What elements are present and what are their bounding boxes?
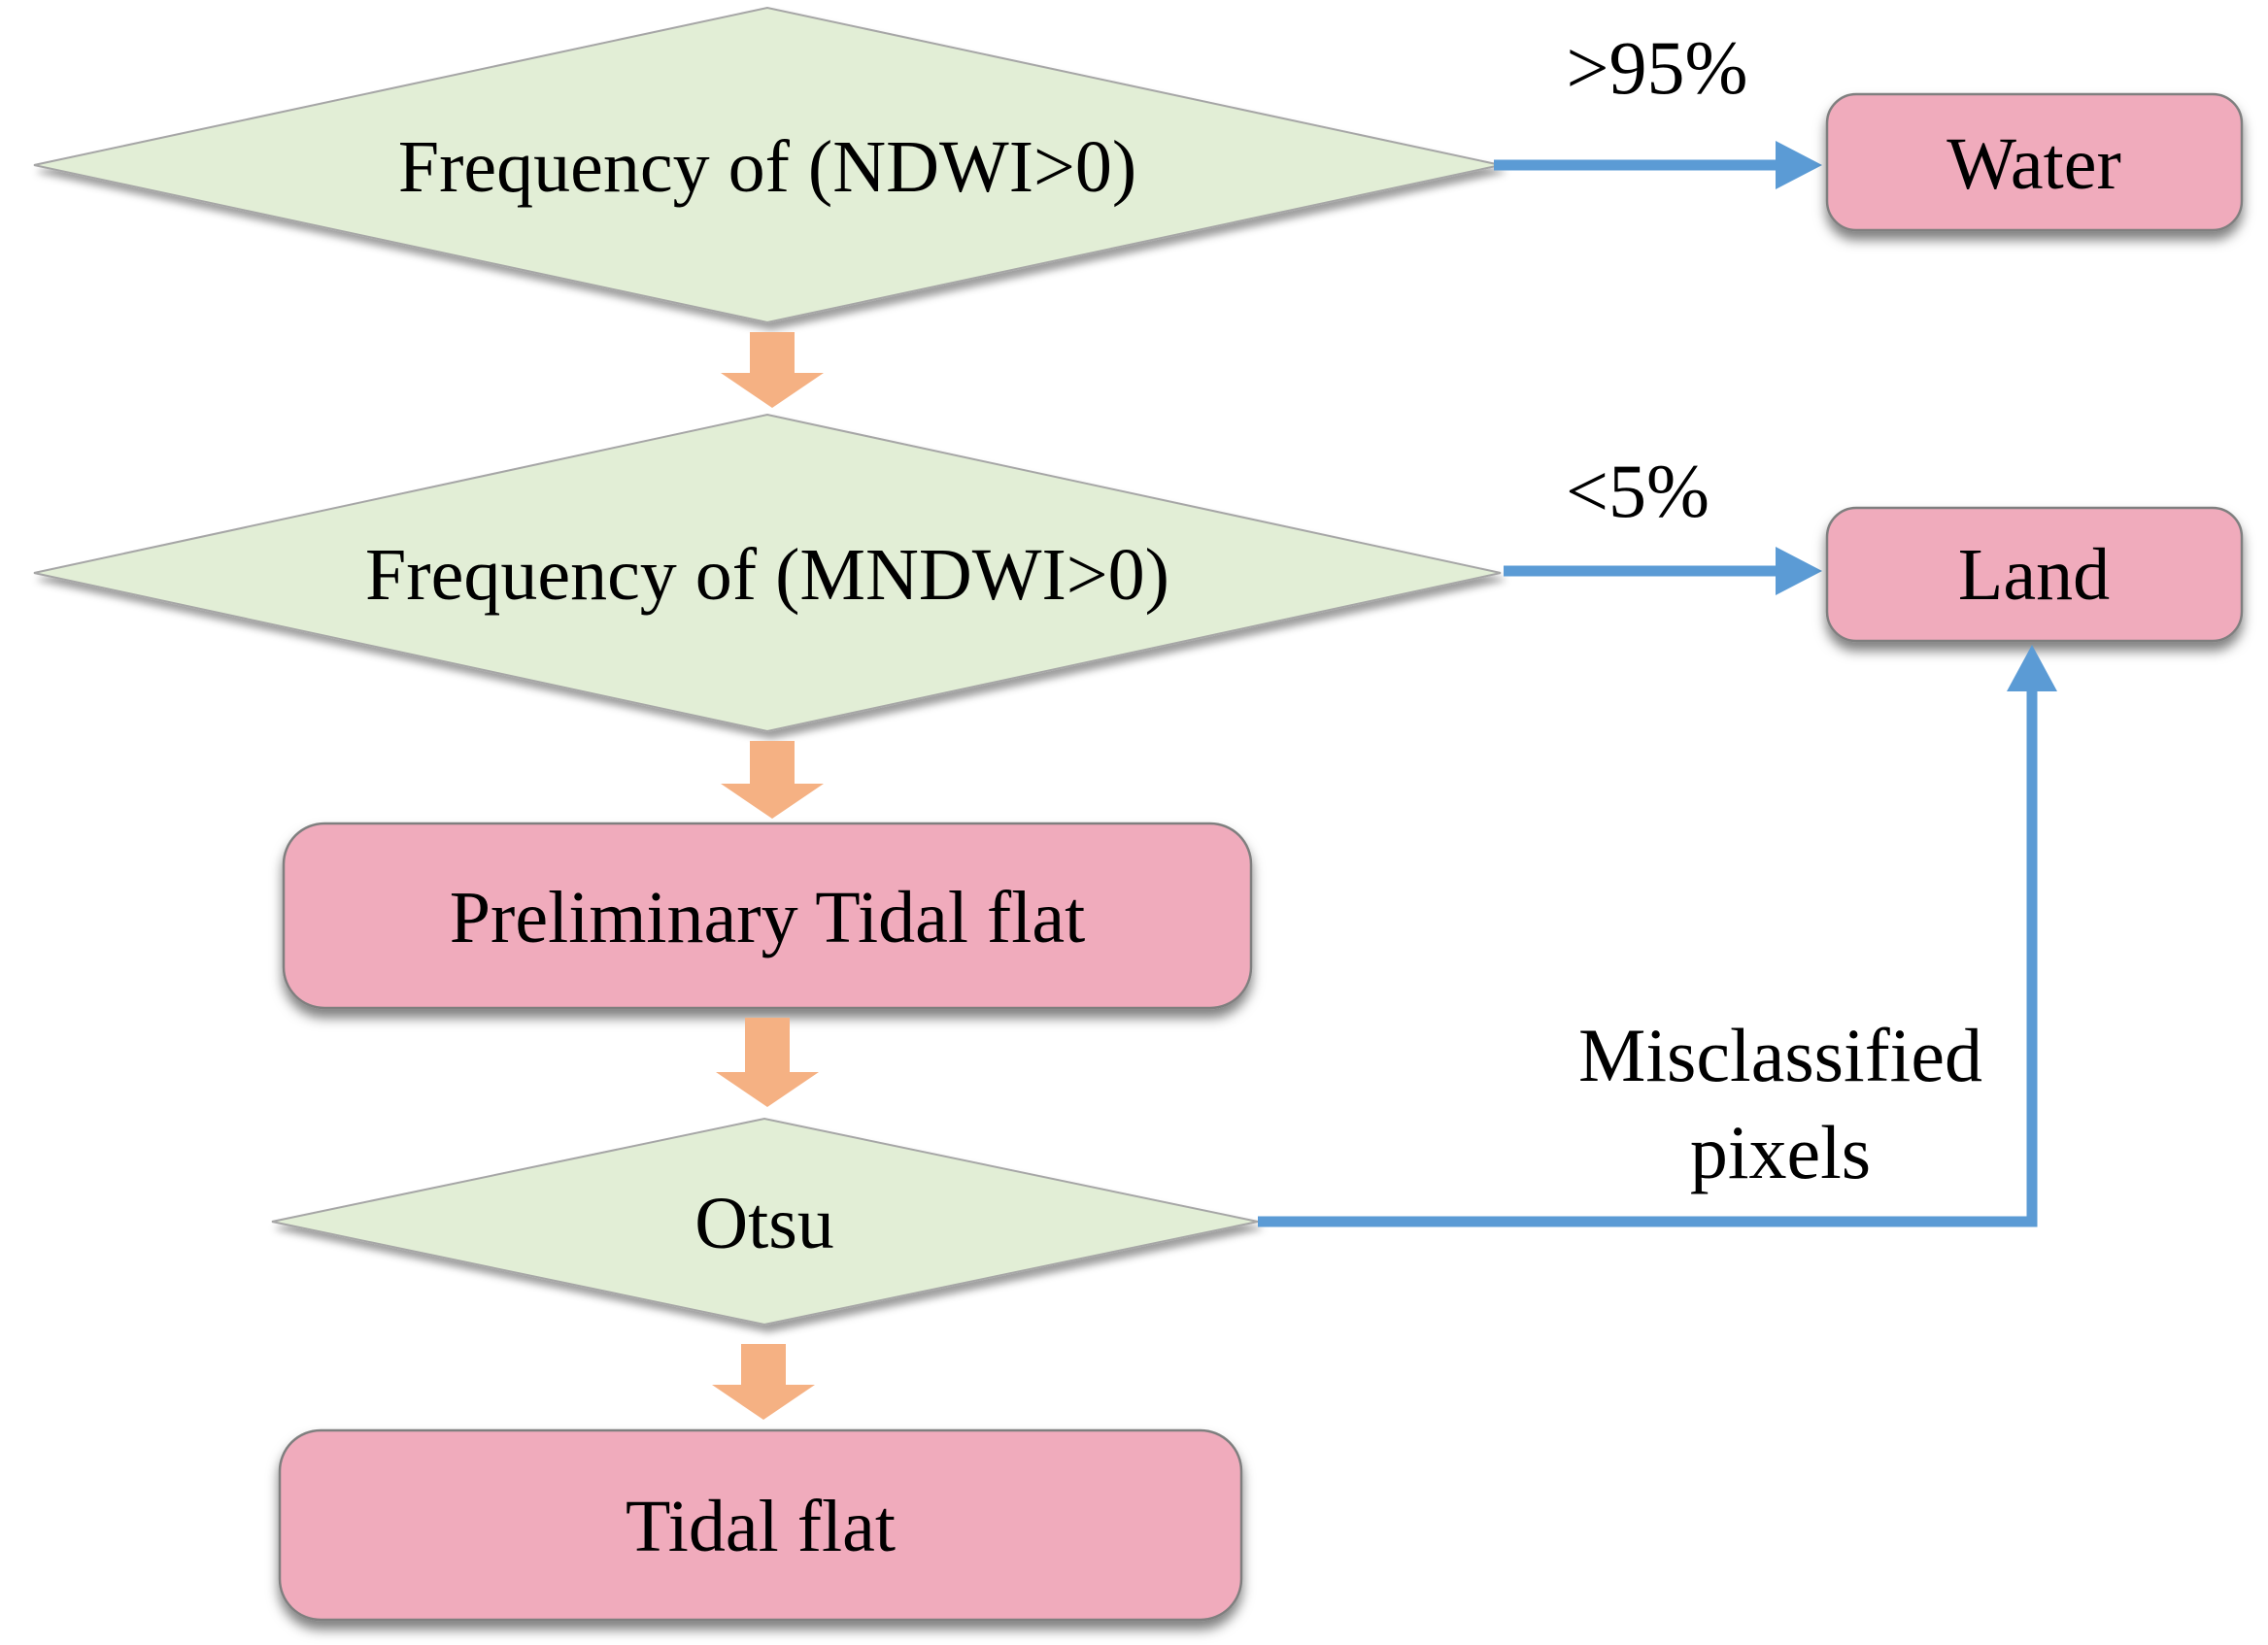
flow-arrow-preliminary-to-otsu [716,1018,819,1107]
flow-arrow-otsu-to-tidal [712,1344,815,1420]
tidal-flat-label: Tidal flat [626,1486,896,1567]
land-box [1825,506,2244,643]
mndwi-decision-diamond [33,413,1502,733]
flow-arrow-mndwi-to-preliminary [721,741,824,819]
otsu-to-land-connector-line [1258,686,2038,1227]
land-condition-label: <5% [1566,449,1709,533]
tidal-flat-box [278,1428,1243,1622]
mndwi-to-land-arrowhead [1776,547,1822,595]
misclassified-pixels-label-line1: Misclassified [1578,1013,1982,1097]
ndwi-decision-label: Frequency of (NDWI>0) [397,126,1137,208]
otsu-to-land-arrowhead [2007,645,2057,691]
otsu-decision-label: Otsu [694,1183,834,1264]
preliminary-tidal-flat-label: Preliminary Tidal flat [449,877,1086,958]
flow-arrow-ndwi-to-mndwi [721,332,824,408]
water-box [1825,92,2244,232]
misclassified-pixels-label-line2: pixels [1689,1110,1872,1194]
mndwi-decision-label: Frequency of (MNDWI>0) [365,534,1169,616]
water-box-label: Water [1946,123,2121,205]
preliminary-tidal-flat-box [282,822,1253,1010]
water-condition-label: >95% [1566,25,1748,110]
ndwi-to-water-arrowhead [1776,141,1822,189]
land-box-label: Land [1957,534,2111,616]
